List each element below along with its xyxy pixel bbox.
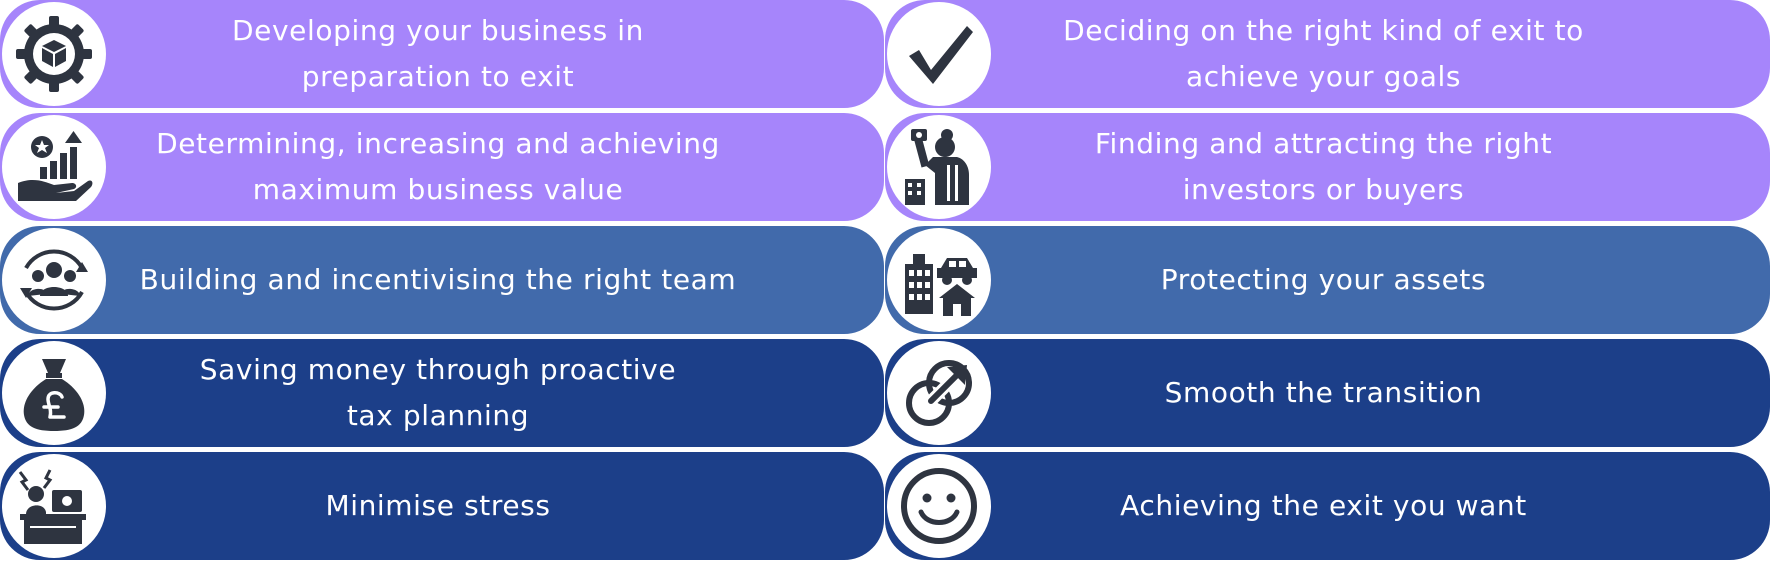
- card-label: Protecting your assets: [1160, 263, 1487, 296]
- card-tax-planning: Saving money through proactive tax plann…: [0, 339, 884, 447]
- gear-box-icon: [16, 16, 92, 92]
- icon-badge: [2, 2, 106, 106]
- investor-holding-money-icon: [905, 129, 969, 205]
- icon-badge: [2, 341, 106, 445]
- card-label: Deciding on the right kind of exit to ac…: [1063, 14, 1584, 93]
- card-label: Building and incentivising the right tea…: [139, 263, 737, 296]
- card-achieving-exit: Achieving the exit you want: [885, 452, 1770, 560]
- card-label: Minimise stress: [325, 489, 551, 522]
- card-label: Developing your business in preparation …: [232, 14, 644, 93]
- pound-money-bag-icon: [23, 359, 85, 431]
- card-investors-buyers: Finding and attracting the right investo…: [885, 113, 1770, 221]
- card-smooth-transition: Smooth the transition: [885, 339, 1770, 447]
- card-minimise-stress: Minimise stress: [0, 452, 884, 560]
- icon-badge: [2, 115, 106, 219]
- icon-badge: [2, 454, 106, 558]
- card-label: Achieving the exit you want: [1120, 489, 1527, 522]
- icon-badge: [887, 228, 991, 332]
- card-business-value: Determining, increasing and achieving ma…: [0, 113, 884, 221]
- card-deciding-exit: Deciding on the right kind of exit to ac…: [885, 0, 1770, 108]
- card-label: Finding and attracting the right investo…: [1094, 127, 1553, 206]
- hand-growth-chart-icon: [18, 131, 93, 201]
- card-protecting-assets: Protecting your assets: [885, 226, 1770, 334]
- icon-badge: [2, 228, 106, 332]
- card-label: Determining, increasing and achieving ma…: [156, 127, 720, 206]
- stressed-worker-icon: [18, 469, 86, 544]
- card-right-team: Building and incentivising the right tea…: [0, 226, 884, 334]
- icon-badge: [887, 341, 991, 445]
- smiley-face-icon: [901, 468, 977, 544]
- checkmark-icon: [909, 26, 973, 84]
- icon-badge: [887, 2, 991, 106]
- transition-arrow-icon: [906, 360, 972, 426]
- card-developing-business: Developing your business in preparation …: [0, 0, 884, 108]
- icon-badge: [887, 454, 991, 558]
- card-label: Smooth the transition: [1164, 376, 1483, 409]
- card-label: Saving money through proactive tax plann…: [199, 353, 677, 432]
- team-cycle-icon: [20, 249, 88, 311]
- icon-badge: [887, 115, 991, 219]
- assets-buildings-car-icon: [905, 254, 977, 316]
